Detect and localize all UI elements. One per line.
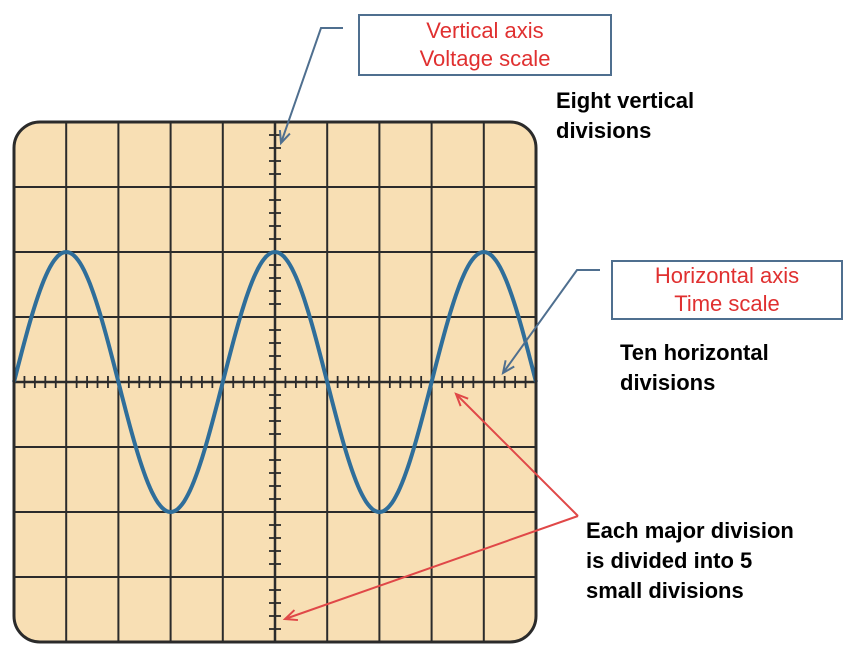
vertical-divisions-note: Eight vertical divisions <box>556 86 694 146</box>
minor-division-ticks <box>23 134 527 630</box>
minor-division-pointer-upper <box>455 393 579 517</box>
vertical-divisions-line1: Eight vertical <box>556 88 695 113</box>
vertical-axis-pointer <box>280 27 343 144</box>
vertical-axis-callout: Vertical axis Voltage scale <box>358 14 612 76</box>
horizontal-divisions-line1: Ten horizontal <box>620 340 769 365</box>
minor-divisions-line1: Each major division <box>586 518 794 543</box>
screen-border <box>12 120 538 644</box>
horizontal-axis-label: Horizontal axis <box>654 263 800 288</box>
minor-divisions-line3: small divisions <box>586 578 744 603</box>
minor-division-arrowhead-lower <box>282 609 299 622</box>
horizontal-axis-callout: Horizontal axis Time scale <box>611 260 843 320</box>
minor-division-arrowhead-upper <box>454 392 469 407</box>
minor-divisions-note: Each major division is divided into 5 sm… <box>586 516 794 606</box>
horizontal-divisions-line2: divisions <box>620 370 716 395</box>
horizontal-axis-arrowhead <box>501 360 515 375</box>
horizontal-divisions-note: Ten horizontal divisions <box>620 338 769 398</box>
sine-waveform <box>12 249 538 515</box>
time-scale-label: Time scale <box>674 291 780 316</box>
horizontal-axis-pointer <box>502 269 600 374</box>
vertical-axis-arrowhead <box>278 129 291 146</box>
minor-divisions-line2: is divided into 5 <box>586 548 753 573</box>
voltage-scale-label: Voltage scale <box>419 46 551 71</box>
vertical-divisions-line2: divisions <box>556 118 652 143</box>
minor-division-pointer-lower <box>284 515 579 620</box>
vertical-axis-label: Vertical axis <box>426 18 544 43</box>
pointer-lines <box>278 27 600 622</box>
